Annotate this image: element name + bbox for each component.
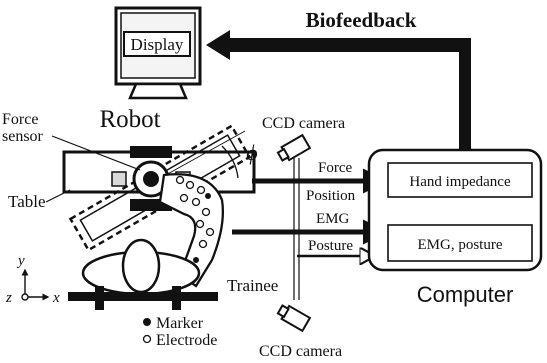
trainee-label: Trainee xyxy=(227,276,278,295)
trainee-arm xyxy=(158,173,225,288)
display-label: Display xyxy=(131,35,184,54)
hand-impedance-box xyxy=(387,162,533,198)
marker-legend-symbol xyxy=(143,318,151,326)
emg-posture-box xyxy=(387,224,533,262)
display-monitor: Display xyxy=(114,6,202,100)
ccd-camera-bottom-label: CCD camera xyxy=(259,343,342,360)
phi-reference-line xyxy=(154,130,246,182)
coordinate-axes xyxy=(21,268,50,301)
biofeedback-label: Biofeedback xyxy=(306,8,417,32)
ccd-camera-bottom xyxy=(276,304,312,333)
trainee-body xyxy=(68,238,218,310)
force-sensor-label-line2: sensor xyxy=(2,128,44,145)
biofeedback-arrow xyxy=(206,30,471,150)
marker-legend-label: Marker xyxy=(156,315,204,332)
force-sensor-leader xyxy=(51,135,141,171)
signal-position-label: Position xyxy=(306,188,356,204)
phi-arc xyxy=(221,145,239,179)
robot-label: Robot xyxy=(99,106,160,133)
hand-impedance-label: Hand impedance xyxy=(409,174,511,190)
ccd-camera-top xyxy=(276,133,312,162)
force-sensor-label-line1: Force xyxy=(2,111,38,128)
emg-posture-label: EMG, posture xyxy=(418,237,503,253)
signal-emg-label: EMG xyxy=(316,211,350,227)
legend: Marker Electrode xyxy=(142,315,217,349)
signal-force-label: Force xyxy=(318,160,352,176)
electrode-legend-symbol xyxy=(142,334,152,344)
axis-y-label: y xyxy=(16,253,25,269)
signal-posture-label: Posture xyxy=(308,238,353,254)
table-leader xyxy=(45,189,71,203)
axis-x-label: x xyxy=(52,290,60,306)
phi-label: ϕ xyxy=(246,140,257,165)
electrode-legend-label: Electrode xyxy=(156,332,217,349)
computer-label: Computer xyxy=(417,282,514,307)
axis-z-label: z xyxy=(5,290,12,306)
table-label: Table xyxy=(8,192,46,211)
ccd-camera-top-label: CCD camera xyxy=(262,115,345,132)
